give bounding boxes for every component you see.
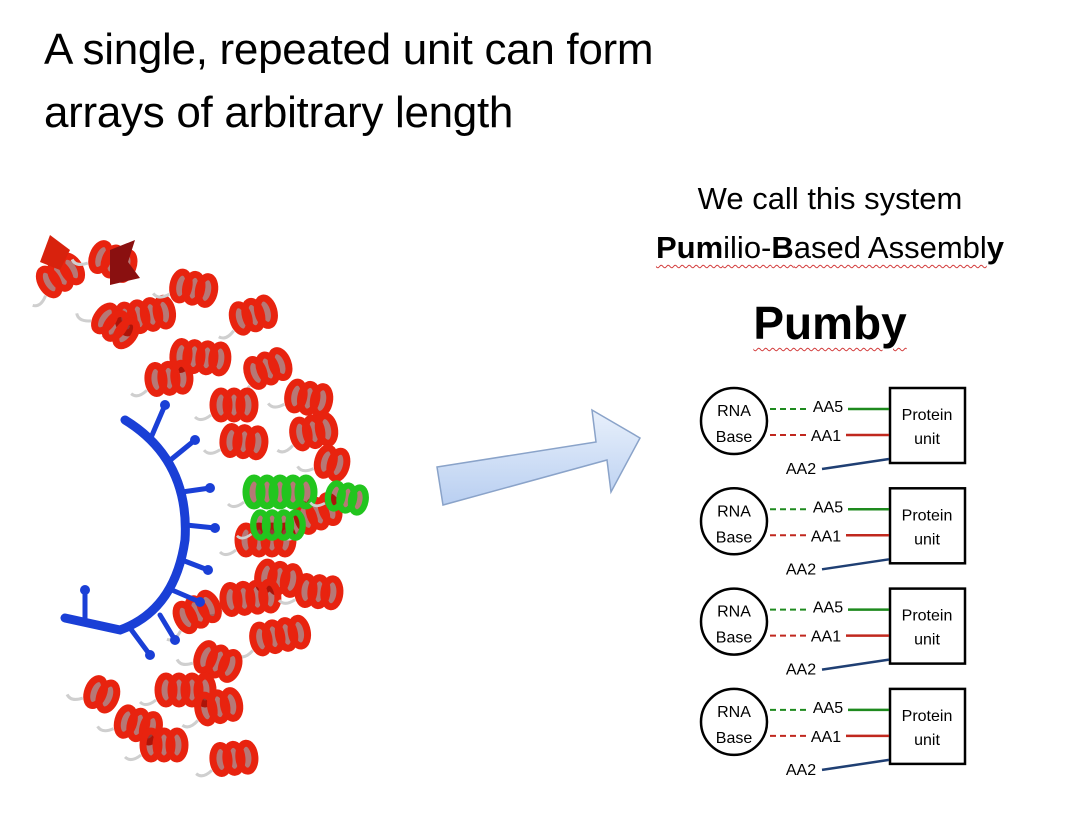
protein-unit-label: Protein <box>902 608 953 625</box>
protein-unit-box <box>888 587 967 665</box>
rna-base-label: RNA <box>717 403 751 420</box>
aa5-label: AA5 <box>813 399 843 416</box>
rna-base-label: RNA <box>717 503 751 520</box>
name-part-b: B <box>771 230 794 265</box>
name-part-pum: Pum <box>655 230 724 265</box>
protein-unit-box <box>888 487 967 565</box>
protein-unit-box <box>888 386 967 465</box>
aa1-label: AA1 <box>811 629 841 646</box>
protein-structure-image <box>32 235 369 778</box>
aa5-label: AA5 <box>813 600 843 617</box>
title-line-1: A single, repeated unit can form <box>44 25 654 74</box>
protein-unit-label: Protein <box>902 507 953 524</box>
aa1-label: AA1 <box>811 729 841 746</box>
rna-base-label: Base <box>716 429 753 446</box>
rna-base-label: RNA <box>717 704 751 721</box>
rna-base-label: Base <box>716 630 753 647</box>
rna-base-label: RNA <box>717 604 751 621</box>
protein-unit-label: unit <box>914 632 940 649</box>
acronym-text: Pumby <box>753 297 907 349</box>
name-part-ased: ased Assembl <box>793 230 987 265</box>
rna-base-circle <box>699 687 769 757</box>
protein-unit-label: unit <box>914 531 940 548</box>
protein-unit-label: unit <box>914 732 940 749</box>
system-full-name: Pumilio-Based Assembly <box>600 230 1060 266</box>
aa2-label: AA2 <box>786 461 816 478</box>
system-intro-text: We call this system <box>697 181 963 216</box>
rna-base-label: Base <box>716 529 753 546</box>
rna-base-circle <box>699 386 769 456</box>
aa2-label: AA2 <box>786 662 816 679</box>
aa2-label: AA2 <box>786 561 816 578</box>
rna-base-circle <box>699 487 769 556</box>
aa2-label: AA2 <box>786 762 816 779</box>
aa5-label: AA5 <box>813 700 843 717</box>
protein-unit-box <box>888 687 967 766</box>
protein-unit-label: Protein <box>902 407 953 424</box>
aa1-label: AA1 <box>811 428 841 445</box>
protein-unit-label: unit <box>914 431 940 448</box>
rna-base-label: Base <box>716 730 753 747</box>
system-acronym: Pumby <box>600 296 1060 350</box>
name-part-ilio: ilio- <box>723 230 772 265</box>
title-line-2: arrays of arbitrary length <box>44 88 514 137</box>
rna-base-circle <box>699 587 769 656</box>
aa5-label: AA5 <box>813 499 843 516</box>
slide-title: A single, repeated unit can form arrays … <box>44 18 654 144</box>
unit-diagram-list: RNABaseProteinunitAA5AA1AA2RNABaseProtei… <box>699 386 967 779</box>
protein-unit-label: Protein <box>902 708 953 725</box>
aa1-label: AA1 <box>811 528 841 545</box>
name-part-y: y <box>986 230 1005 265</box>
right-arrow-icon <box>436 408 642 506</box>
